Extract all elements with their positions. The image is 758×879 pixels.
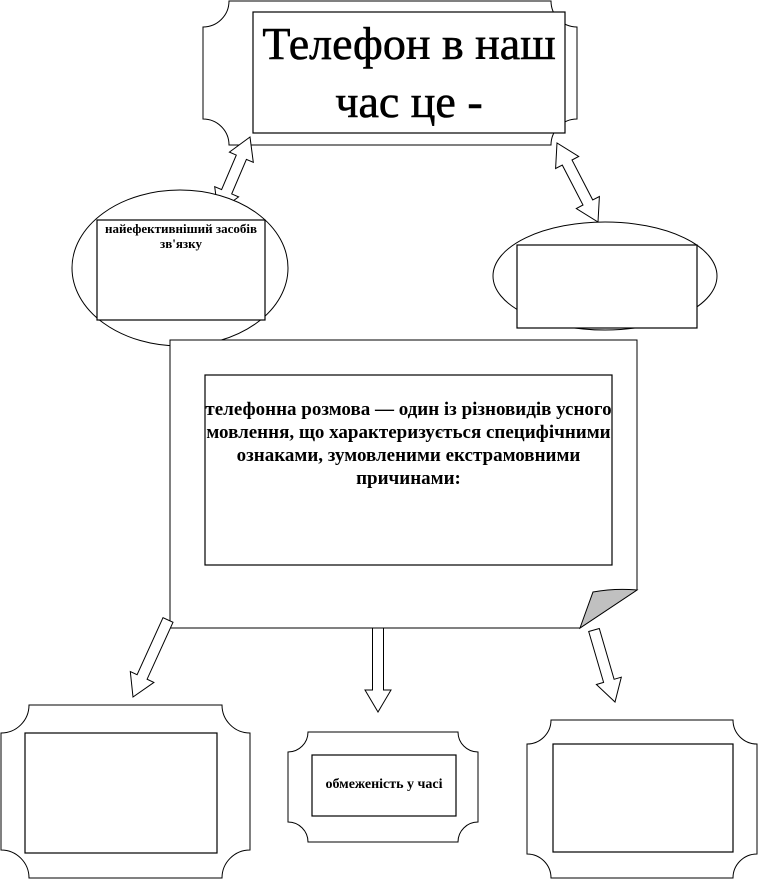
title-box [252, 11, 566, 134]
right-box [516, 244, 698, 329]
bottom-box-right [552, 743, 734, 853]
bottom-box-left [24, 732, 218, 854]
title-text: Телефон в наш час це - [262, 18, 556, 127]
folded-corner [579, 588, 639, 630]
center-node-text: телефонна розмова — один із різновидів у… [205, 399, 612, 489]
bottom-box-middle [311, 754, 457, 817]
down-arrow-right [588, 627, 623, 703]
down-arrow-middle [364, 627, 392, 713]
center-box [204, 374, 613, 566]
double-arrow-right [555, 142, 600, 223]
left-node-text: найефективніший засобів зв'язку [105, 221, 257, 251]
down-arrow-left [129, 617, 174, 698]
left-box [96, 219, 266, 321]
bottom-middle-text: обмеженість у часі [325, 777, 443, 793]
